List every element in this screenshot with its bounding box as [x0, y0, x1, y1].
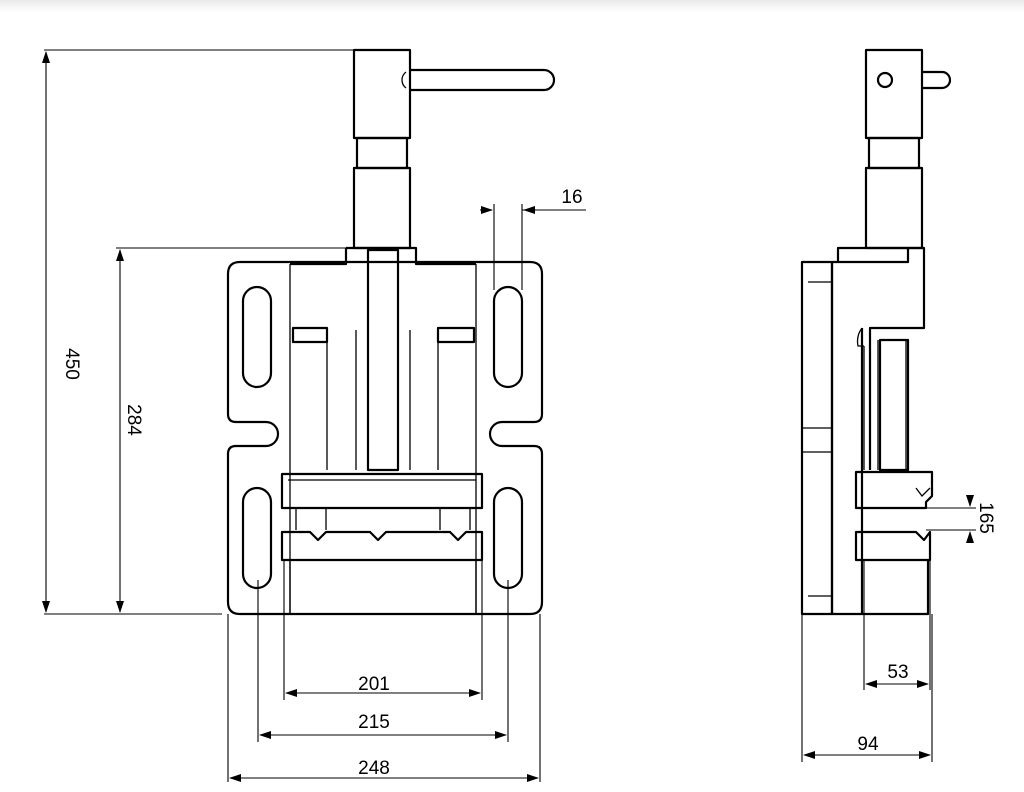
side-movable-jaw — [854, 470, 934, 510]
dim-total-height: 450 — [61, 348, 82, 380]
side-handle-stub — [922, 70, 952, 90]
front-guide-right — [436, 326, 476, 344]
front-base-plate — [226, 260, 544, 616]
dim-side-total-depth: 94 — [857, 734, 879, 755]
dim-base-height: 284 — [123, 404, 144, 436]
dimensions: 450 284 16 201 215 248 165 53 — [42, 49, 996, 782]
front-spindle-head — [352, 48, 412, 140]
side-handle-hole — [876, 71, 894, 89]
front-movable-jaw — [280, 472, 484, 510]
slot-top-right — [492, 285, 524, 389]
side-backplate — [800, 260, 834, 616]
dim-slot-width: 16 — [561, 187, 582, 208]
side-spindle-body — [864, 166, 924, 250]
front-handle-bar — [410, 68, 556, 92]
front-guide-left — [291, 326, 329, 344]
side-screw — [878, 338, 910, 472]
dim-side-jaw-depth: 53 — [887, 662, 908, 683]
front-handle-end — [401, 71, 407, 89]
front-lead-screw — [366, 248, 400, 472]
side-spindle-collar — [867, 136, 921, 170]
slot-bottom-left — [241, 486, 273, 590]
side-view — [800, 48, 952, 616]
dim-base-width: 248 — [358, 758, 390, 779]
front-view — [226, 48, 556, 616]
top-bar — [0, 0, 1024, 12]
front-jaw-supports — [295, 508, 471, 530]
dim-jaw-opening: 201 — [358, 674, 390, 695]
slot-top-left — [241, 285, 273, 389]
front-fixed-jaw — [280, 530, 484, 562]
front-inner-frame — [289, 264, 477, 614]
front-guide-lines — [326, 330, 439, 470]
dim-slot-spacing: 215 — [358, 712, 390, 733]
slot-bottom-right — [492, 486, 524, 590]
side-fixed-jaw — [854, 530, 932, 562]
dim-jaw-gap: 165 — [975, 502, 996, 534]
side-spindle-head — [864, 48, 924, 140]
front-spindle-collar — [355, 136, 409, 170]
front-spindle-body — [352, 166, 412, 250]
